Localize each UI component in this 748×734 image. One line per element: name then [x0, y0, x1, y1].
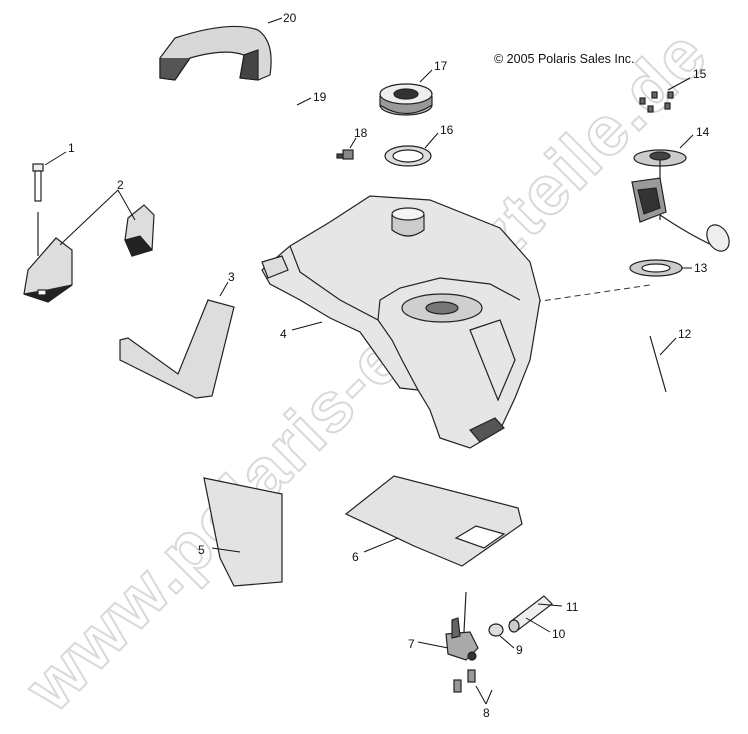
callout-8: 8 [483, 706, 490, 720]
part-9-clamp [488, 623, 504, 637]
callout-17: 17 [434, 59, 448, 73]
leader-8a [475, 685, 487, 705]
callout-9: 9 [516, 643, 523, 657]
leader-2b [117, 189, 136, 221]
leader-1 [44, 151, 67, 166]
leader-5 [211, 547, 241, 553]
leader-17 [419, 69, 433, 83]
leader-6 [363, 537, 399, 553]
leader-15 [667, 77, 691, 91]
callout-3: 3 [228, 270, 235, 284]
callout-1: 1 [68, 141, 75, 155]
leader-19 [296, 97, 312, 106]
copyright-text: © 2005 Polaris Sales Inc. [494, 52, 635, 66]
callout-10: 10 [552, 627, 566, 641]
leader-14 [679, 134, 694, 149]
part-15-screws [639, 91, 674, 113]
callout-16: 16 [440, 123, 454, 137]
part-13-sender-gasket [629, 259, 683, 277]
callout-2: 2 [117, 178, 124, 192]
callout-5: 5 [198, 543, 205, 557]
part-1-bolt [32, 163, 44, 256]
leader-8b [485, 689, 493, 705]
leader-18 [349, 137, 357, 149]
leader-4 [291, 321, 323, 331]
leader-7 [417, 641, 449, 649]
leader-20 [267, 17, 283, 24]
callout-12: 12 [678, 327, 692, 341]
callout-15: 15 [693, 67, 707, 81]
callout-18: 18 [354, 126, 368, 140]
part-3-foam-strip [119, 299, 235, 399]
leader-12 [659, 337, 677, 356]
part-12-rod [649, 335, 667, 393]
part-14-fuel-sender [631, 149, 730, 252]
leader-2a [59, 189, 119, 246]
part-20-foam-pad [159, 25, 272, 81]
callout-6: 6 [352, 550, 359, 564]
callout-7: 7 [408, 637, 415, 651]
callout-4: 4 [280, 327, 287, 341]
leader-3 [219, 281, 229, 297]
part-18-vent-valve [336, 149, 354, 160]
callout-13: 13 [694, 261, 708, 275]
part-4-fuel-tank [261, 195, 541, 449]
callout-19: 19 [313, 90, 327, 104]
part-5-pad [203, 477, 283, 587]
assembly-line [534, 284, 651, 303]
callout-14: 14 [696, 125, 710, 139]
part-8-screws [453, 669, 476, 693]
part-17-fuel-cap [379, 83, 433, 116]
leader-16 [424, 132, 439, 149]
part-16-cap-gasket [384, 145, 432, 167]
leader-9 [499, 635, 515, 649]
leader-10 [525, 617, 551, 633]
part-6-plate [344, 475, 523, 567]
part-19-vent-hose [293, 51, 333, 174]
part-10-11-fuel-line [508, 595, 553, 633]
watermark-text: www.polaris-ersatzteile.de [10, 14, 722, 726]
part-2-brackets [23, 204, 155, 303]
callout-11: 11 [566, 600, 579, 614]
callout-20: 20 [283, 11, 297, 25]
part-7-petcock [445, 591, 479, 661]
leader-11 [537, 603, 563, 607]
